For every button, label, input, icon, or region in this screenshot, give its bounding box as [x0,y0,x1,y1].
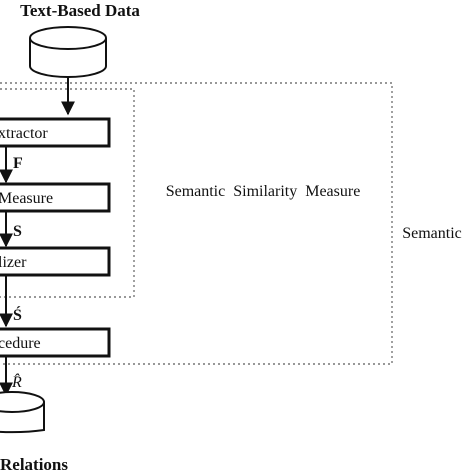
procedure-label: cedure [0,335,41,352]
normalizer-label: lizer [0,254,27,271]
semantic-group-label: Semantic [402,225,462,242]
edge-label-s-prime: Ś [13,305,22,324]
edge-label-r-hat: R̂ [11,372,22,391]
edge-label-s: S [13,223,22,240]
database-cylinder-bottom [0,391,45,434]
database-cylinder-top [29,26,107,78]
measure-label: Measure [0,190,53,207]
edge-label-f: F [13,155,23,172]
outer-semantic-group [0,82,393,365]
procedure-box: cedure [0,327,111,358]
bottom-label: Relations [0,455,68,474]
normalizer-box: lizer [0,246,111,277]
extractor-label: xtractor [0,125,48,142]
top-label: Text-Based Data [20,1,140,20]
inner-similarity-group [0,88,135,298]
measure-box: Measure [0,182,111,213]
similarity-group-label: Semantic Similarity Measure [166,183,361,200]
extractor-box: xtractor [0,117,111,148]
